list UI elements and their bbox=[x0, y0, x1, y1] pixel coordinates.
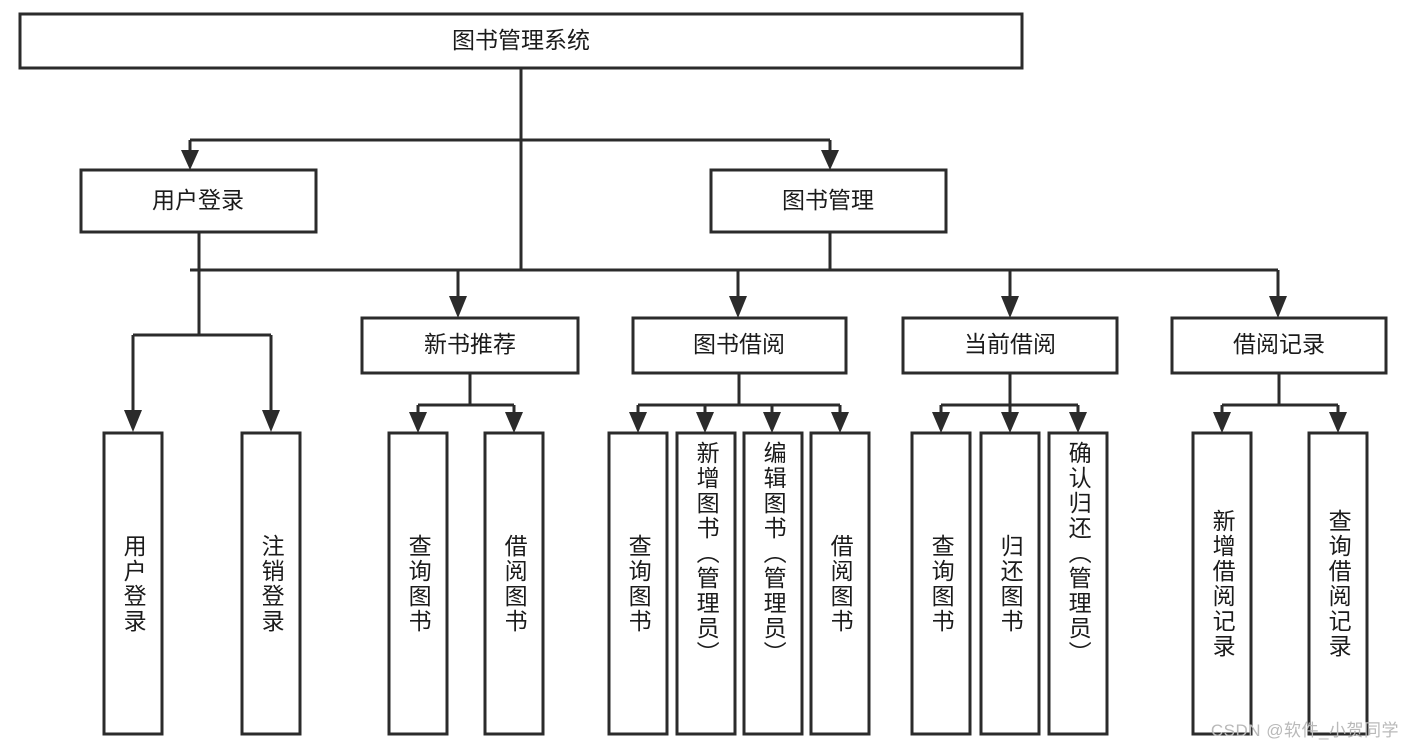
connector-borrowrecord-children bbox=[1213, 373, 1347, 433]
leaf-borrow-record-1[interactable] bbox=[1191, 431, 1253, 736]
node-borrow-record[interactable] bbox=[1170, 316, 1388, 375]
arrow-to-newbook-icon bbox=[449, 296, 467, 318]
leaf-book-borrow-4[interactable] bbox=[809, 431, 871, 736]
leaf-user-login-2[interactable] bbox=[240, 431, 302, 736]
leaf-user-login-1[interactable] bbox=[102, 431, 164, 736]
connector-root-children bbox=[181, 68, 839, 170]
node-book-management[interactable] bbox=[709, 168, 948, 234]
connector-newbook-children bbox=[409, 373, 523, 433]
connector-bookborrow-children bbox=[629, 373, 849, 433]
connector-bookmgmt-children bbox=[449, 232, 1287, 318]
node-book-management-label: 图书管理 bbox=[782, 187, 874, 213]
arrow-to-currentborrow-icon bbox=[1001, 296, 1019, 318]
arrow-newbook-leaf-1-icon bbox=[409, 412, 427, 433]
node-user-login-label: 用户登录 bbox=[152, 187, 244, 213]
leaf-current-borrow-3[interactable] bbox=[1047, 431, 1109, 736]
node-root-book-management-system[interactable] bbox=[18, 12, 1024, 70]
node-new-book-recommend-label: 新书推荐 bbox=[424, 331, 516, 357]
arrow-currentborrow-leaf-3-icon bbox=[1069, 412, 1087, 433]
leaf-current-borrow-1[interactable] bbox=[910, 431, 972, 736]
node-user-login[interactable] bbox=[79, 168, 318, 234]
node-current-borrow-label: 当前借阅 bbox=[964, 331, 1056, 357]
node-book-borrow-label: 图书借阅 bbox=[693, 331, 785, 357]
arrow-bookborrow-leaf-2-icon bbox=[696, 412, 714, 433]
csdn-watermark: CSDN @软件_小贺同学 bbox=[1210, 721, 1399, 740]
arrow-bookborrow-leaf-3-icon bbox=[763, 412, 781, 433]
arrow-currentborrow-leaf-2-icon bbox=[1001, 412, 1019, 433]
arrow-to-bookborrow-icon bbox=[729, 296, 747, 318]
leaf-new-book-2[interactable] bbox=[483, 431, 545, 736]
arrow-userlogin-leaf-1-icon bbox=[124, 410, 142, 432]
arrow-borrowrecord-leaf-2-icon bbox=[1329, 412, 1347, 433]
node-new-book-recommend[interactable] bbox=[360, 316, 580, 375]
arrow-to-borrowrecord-icon bbox=[1269, 296, 1287, 318]
leaf-book-borrow-2[interactable] bbox=[675, 431, 737, 736]
arrow-bookborrow-leaf-1-icon bbox=[629, 412, 647, 433]
leaf-book-borrow-3[interactable] bbox=[742, 431, 804, 736]
node-book-borrow[interactable] bbox=[631, 316, 848, 375]
arrow-bookborrow-leaf-4-icon bbox=[831, 412, 849, 433]
node-borrow-record-label: 借阅记录 bbox=[1233, 331, 1325, 357]
leaf-current-borrow-2[interactable] bbox=[979, 431, 1041, 736]
leaf-borrow-record-2[interactable] bbox=[1307, 431, 1369, 736]
arrow-to-bookmgmt-icon bbox=[821, 150, 839, 170]
arrow-to-userlogin-icon bbox=[181, 150, 199, 170]
connector-currentborrow-children bbox=[932, 373, 1087, 433]
leaf-new-book-1[interactable] bbox=[387, 431, 449, 736]
node-root-label: 图书管理系统 bbox=[452, 27, 590, 53]
arrow-userlogin-leaf-2-icon bbox=[262, 410, 280, 432]
arrow-currentborrow-leaf-1-icon bbox=[932, 412, 950, 433]
arrow-newbook-leaf-2-icon bbox=[505, 412, 523, 433]
leaf-book-borrow-1[interactable] bbox=[607, 431, 669, 736]
arrow-borrowrecord-leaf-1-icon bbox=[1213, 412, 1231, 433]
node-current-borrow[interactable] bbox=[901, 316, 1119, 375]
connector-userlogin-children bbox=[124, 232, 280, 432]
